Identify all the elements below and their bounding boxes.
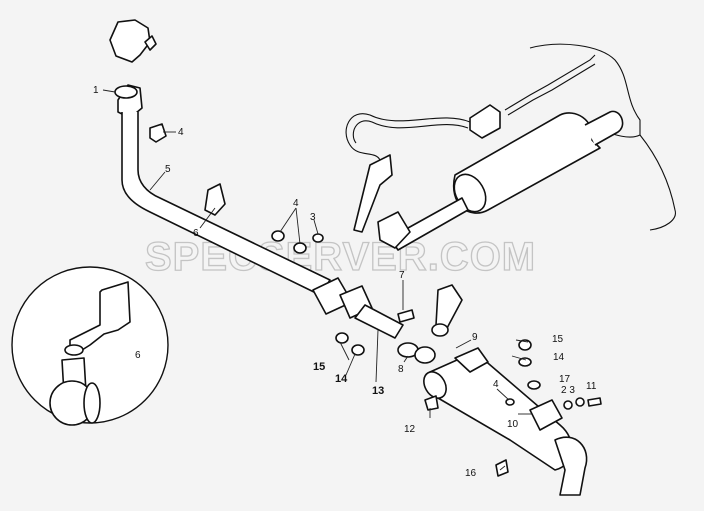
callout-11: 11 — [586, 381, 597, 392]
callout-3a: 3 — [310, 212, 316, 223]
nut-15 — [518, 339, 532, 351]
callout-6b: 6 — [135, 350, 141, 361]
air-line-outer — [507, 63, 596, 116]
clamp-lower — [529, 399, 563, 431]
flex-hose — [345, 113, 471, 161]
callout-12: 12 — [404, 424, 416, 435]
detail-view-bracket — [11, 266, 169, 426]
callout-5: 5 — [165, 164, 171, 175]
nut-4c — [505, 398, 515, 406]
callout-7: 7 — [399, 270, 405, 281]
washer-d — [351, 344, 365, 356]
callout-16: 16 — [465, 468, 477, 479]
bolt-12 — [424, 395, 439, 411]
gasket-8b — [414, 346, 436, 364]
leader-lines — [102, 89, 532, 471]
clamp-upper — [377, 211, 411, 249]
callout-2-3: 2 3 — [561, 385, 575, 396]
middle-pipe — [354, 304, 404, 339]
callout-8: 8 — [398, 364, 404, 375]
washer-a — [271, 230, 285, 242]
washer-17 — [527, 380, 541, 390]
washer-b — [293, 242, 307, 254]
callout-10: 10 — [507, 419, 519, 430]
callout-4b: 4 — [293, 198, 299, 209]
bolt-11 — [587, 397, 602, 407]
air-line — [504, 54, 596, 111]
muffler-upper — [389, 110, 624, 251]
lever-bushing — [431, 323, 449, 337]
gasket-ring — [114, 85, 138, 99]
callout-17: 17 — [559, 374, 571, 385]
callout-15b: 15 — [313, 361, 325, 373]
flex-hose-inner — [352, 120, 469, 144]
nut-a — [149, 123, 167, 143]
muffler-bracket — [353, 154, 393, 233]
callout-1: 1 — [93, 85, 99, 96]
callout-15: 15 — [552, 334, 564, 345]
callout-9: 9 — [472, 332, 478, 343]
washer-2 — [563, 400, 573, 410]
bolt-top — [144, 35, 157, 51]
washer-c — [312, 233, 324, 243]
vehicle-body-lower-outline — [639, 134, 676, 231]
muffler-lower — [423, 347, 588, 496]
nut-b — [335, 332, 349, 344]
stud-bolt — [397, 309, 415, 323]
callout-6a: 6 — [193, 228, 199, 239]
lever-bracket — [435, 284, 463, 331]
callout-14: 14 — [553, 352, 565, 363]
pipe-support-bracket — [204, 183, 226, 216]
watermark: SPECSERVER.COM — [145, 235, 536, 279]
exhaust-brake-valve — [469, 104, 501, 139]
vehicle-body-outline — [529, 43, 641, 138]
callout-14b: 14 — [335, 373, 348, 385]
callout-4c: 4 — [493, 379, 499, 390]
callout-13: 13 — [372, 385, 384, 397]
callout-4a: 4 — [178, 127, 184, 138]
washer-3 — [575, 397, 585, 407]
washer-14 — [518, 357, 532, 367]
